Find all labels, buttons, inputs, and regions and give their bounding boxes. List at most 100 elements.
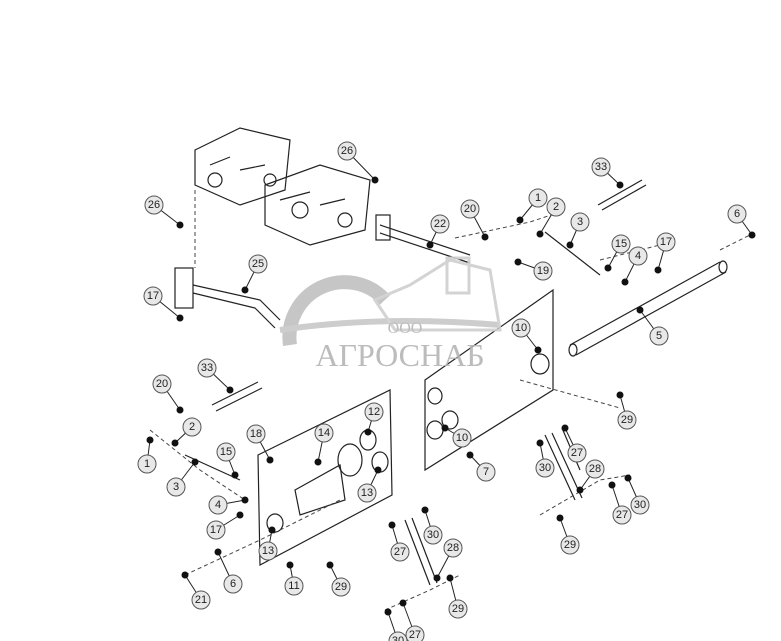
callout-label: 27 (409, 629, 421, 641)
callout-19: 19 (514, 258, 553, 281)
part-marker (624, 474, 632, 482)
callout-label: 1 (144, 458, 150, 470)
callout-label: 2 (553, 201, 559, 213)
callout-label: 30 (634, 499, 646, 511)
callout-label: 29 (621, 414, 633, 426)
part-marker (176, 406, 184, 414)
callout-circle (591, 157, 611, 177)
callout-label: 2 (189, 421, 195, 433)
callout-circle (560, 535, 580, 555)
callout-circle (423, 525, 443, 545)
callout-label: 20 (464, 203, 476, 215)
callout-circle (405, 625, 425, 641)
callout-1: 1 (137, 436, 157, 474)
callout-circle (246, 424, 266, 444)
callout-circle (258, 541, 278, 561)
part-marker (268, 526, 276, 534)
valve-block-assembly (194, 127, 371, 246)
callout-circle (182, 417, 202, 437)
callout-circle (284, 576, 304, 596)
part-marker (241, 496, 249, 504)
part-marker (421, 506, 429, 514)
callout-circle (612, 505, 632, 525)
callout-26: 26 (144, 195, 184, 229)
callout-circle (388, 631, 408, 641)
callout-circle (223, 574, 243, 594)
callout-4: 4 (208, 495, 249, 515)
callout-circle (448, 599, 468, 619)
callout-label: 29 (564, 539, 576, 551)
shaft-5 (568, 260, 728, 357)
callout-circle (337, 141, 357, 161)
callout-label: 7 (483, 466, 489, 478)
callout-29: 29 (326, 561, 351, 597)
part-marker (621, 278, 629, 286)
part-marker (171, 439, 179, 447)
part-marker (326, 561, 334, 569)
callout-29: 29 (556, 514, 580, 555)
part-marker (374, 466, 382, 474)
callout-circle (546, 197, 566, 217)
callout-label: 11 (288, 580, 299, 592)
part-marker (654, 266, 662, 274)
callout-13: 13 (357, 466, 382, 503)
callout-label: 27 (571, 447, 583, 459)
callout-label: 29 (452, 603, 464, 615)
part-marker (466, 451, 474, 459)
callout-circle (357, 483, 377, 503)
callout-3: 3 (166, 458, 199, 497)
callout-30: 30 (421, 506, 443, 545)
part-marker (748, 231, 756, 239)
part-marker (556, 514, 564, 522)
callout-label: 17 (210, 524, 222, 536)
callout-circle (206, 520, 226, 540)
part-marker (616, 181, 624, 189)
callout-33: 33 (591, 157, 624, 189)
callout-17: 17 (206, 511, 244, 540)
callout-label: 13 (361, 487, 373, 499)
gas-springs (404, 427, 583, 586)
callout-30: 30 (384, 608, 408, 641)
callout-label: 17 (147, 290, 159, 302)
callout-7: 7 (466, 451, 496, 482)
callout-17: 17 (143, 286, 184, 322)
callout-22: 22 (426, 214, 450, 249)
callout-label: 6 (734, 208, 740, 220)
callout-6: 6 (214, 548, 243, 594)
callout-18: 18 (246, 424, 274, 464)
callout-27: 27 (561, 424, 587, 463)
part-marker (236, 511, 244, 519)
shaft-left-bracket (174, 267, 281, 329)
callout-26: 26 (337, 141, 379, 184)
callout-circle (460, 199, 480, 219)
part-marker (384, 608, 392, 616)
part-marker (146, 436, 154, 444)
callout-2: 2 (171, 417, 202, 447)
callout-circle (137, 454, 157, 474)
callout-10: 10 (511, 318, 542, 354)
callout-circle (528, 188, 548, 208)
callout-circle (364, 402, 384, 422)
callout-label: 6 (230, 578, 236, 590)
callout-14: 14 (314, 423, 334, 466)
callout-3: 3 (566, 212, 590, 249)
callout-circle (611, 234, 631, 254)
callout-circle (567, 443, 587, 463)
callout-label: 21 (195, 594, 207, 606)
part-marker (616, 391, 624, 399)
part-marker (426, 241, 434, 249)
part-marker (441, 424, 449, 432)
callout-label: 18 (250, 428, 262, 440)
part-marker (226, 386, 234, 394)
callout-label: 13 (262, 545, 274, 557)
callout-circle (727, 204, 747, 224)
callout-circle (511, 318, 531, 338)
callout-label: 33 (595, 161, 607, 173)
callout-circle (535, 458, 555, 478)
part-marker (566, 241, 574, 249)
part-marker (364, 428, 372, 436)
callout-label: 10 (456, 432, 468, 444)
callout-1: 1 (516, 188, 548, 224)
callout-circle (191, 590, 211, 610)
